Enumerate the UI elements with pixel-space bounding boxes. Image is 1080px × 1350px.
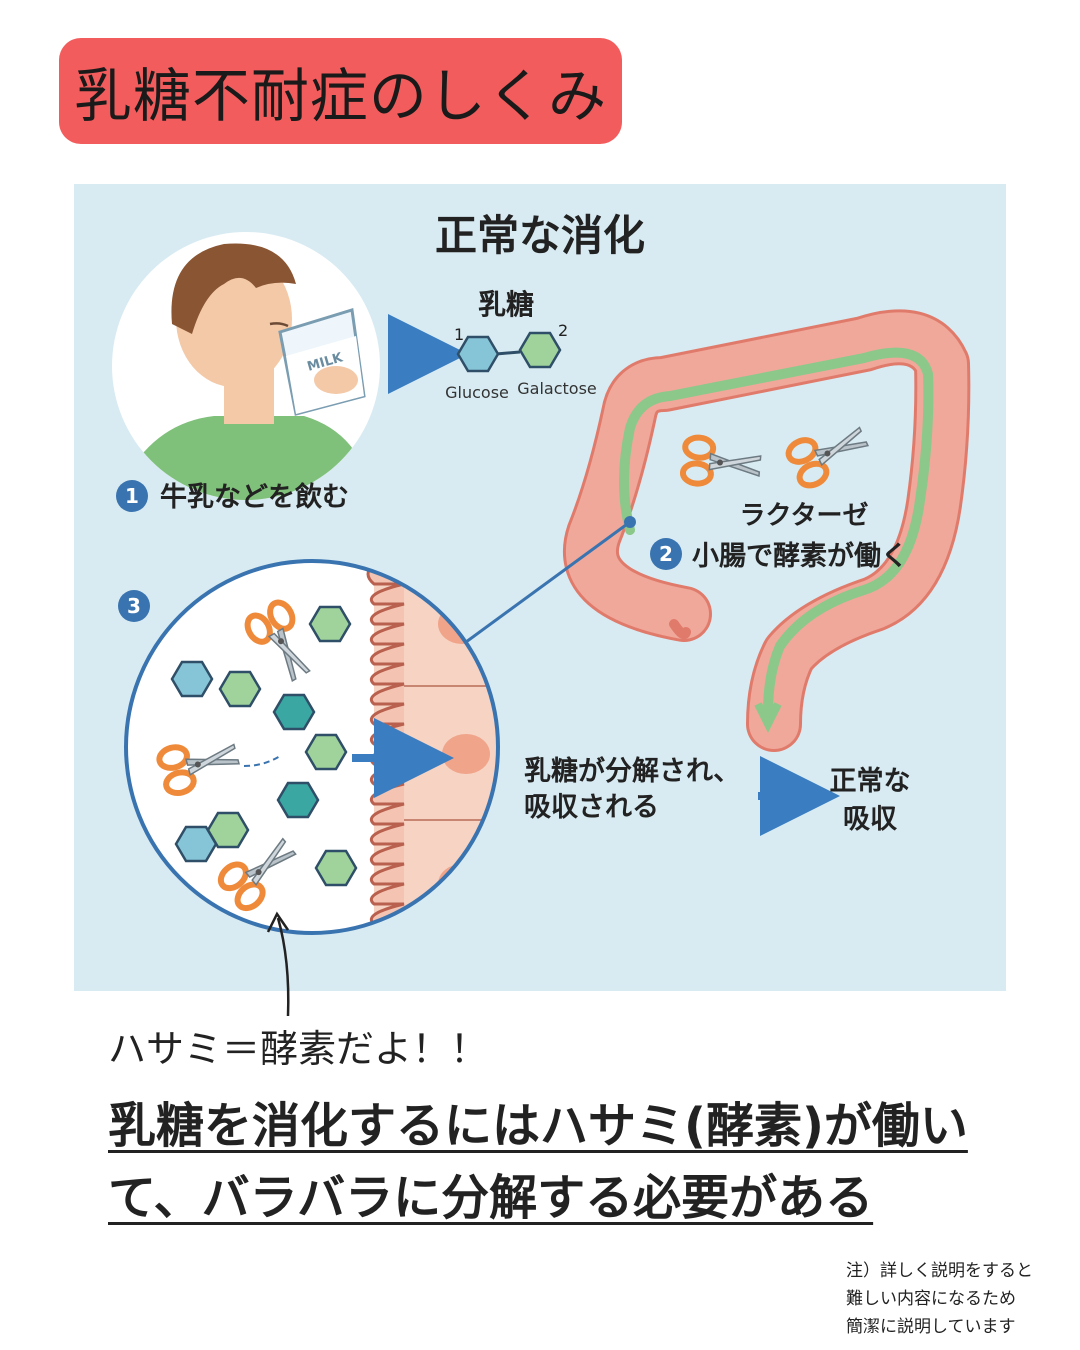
galactose-hexagon-icon bbox=[304, 733, 348, 771]
step1-label: 牛乳などを飲む bbox=[160, 481, 349, 513]
galactose-number: 2 bbox=[558, 321, 568, 340]
galactose-hexagon-icon bbox=[308, 605, 352, 643]
intestine-icon bbox=[563, 309, 971, 752]
footnote-line: 簡潔に説明しています bbox=[846, 1317, 1016, 1337]
galactose-hexagon-icon bbox=[314, 849, 358, 887]
diagram-svg: 正常な消化 MILK 1 牛乳などを飲む 乳糖 1 bbox=[112, 211, 971, 935]
step3-number: 3 bbox=[127, 594, 141, 618]
scissors-icon bbox=[785, 416, 873, 490]
footnote-line: 難しい内容になるため bbox=[846, 1289, 1016, 1309]
glucose-number: 1 bbox=[454, 325, 464, 344]
diagram-panel: 正常な消化 MILK 1 牛乳などを飲む 乳糖 1 bbox=[74, 184, 1006, 991]
step1-number: 1 bbox=[125, 484, 139, 508]
result-line1: 正常な bbox=[830, 766, 911, 797]
footnote-line: 注）詳しく説明をすると bbox=[846, 1261, 1033, 1281]
scissors-note: ハサミ＝酵素だよ！！ bbox=[108, 1027, 489, 1071]
step2-number: 2 bbox=[659, 542, 673, 566]
lactose-label: 乳糖 bbox=[478, 288, 534, 321]
absorb-line1: 乳糖が分解され、 bbox=[524, 755, 740, 787]
galactose-hexagon-icon bbox=[218, 670, 262, 708]
summary-text: 乳糖を消化するにはハサミ(酵素)が働いて、バラバラに分解する必要がある bbox=[108, 1098, 968, 1226]
step1-badge bbox=[116, 480, 148, 512]
diagram-heading: 正常な消化 bbox=[435, 211, 645, 260]
glucose-hexagon-icon bbox=[170, 660, 214, 698]
result-line2: 吸収 bbox=[843, 804, 898, 835]
enzyme-label: ラクターゼ bbox=[740, 501, 869, 531]
step2-badge bbox=[650, 538, 682, 570]
page-title: 乳糖不耐症のしくみ bbox=[73, 62, 608, 130]
galactose-label: Galactose bbox=[517, 379, 597, 398]
glucose-label: Glucose bbox=[445, 383, 509, 402]
glucose-hexagon-icon bbox=[272, 693, 316, 731]
scissors-icon bbox=[682, 436, 762, 488]
footnote: 注）詳しく説明をすると 難しい内容になるため 簡潔に説明しています bbox=[846, 1257, 1072, 1341]
galactose-hexagon-icon bbox=[206, 811, 250, 849]
absorb-line2: 吸収される bbox=[524, 792, 659, 823]
flow-arrow-icon bbox=[619, 347, 934, 717]
step3-badge bbox=[118, 590, 150, 622]
galactose-hexagon-icon bbox=[518, 331, 562, 369]
title-badge: 乳糖不耐症のしくみ bbox=[59, 38, 622, 144]
glucose-hexagon-icon bbox=[456, 335, 500, 373]
step2-label: 小腸で酵素が働く bbox=[692, 540, 908, 572]
person-drinking-icon: MILK bbox=[112, 232, 380, 500]
glucose-hexagon-icon bbox=[276, 781, 320, 819]
